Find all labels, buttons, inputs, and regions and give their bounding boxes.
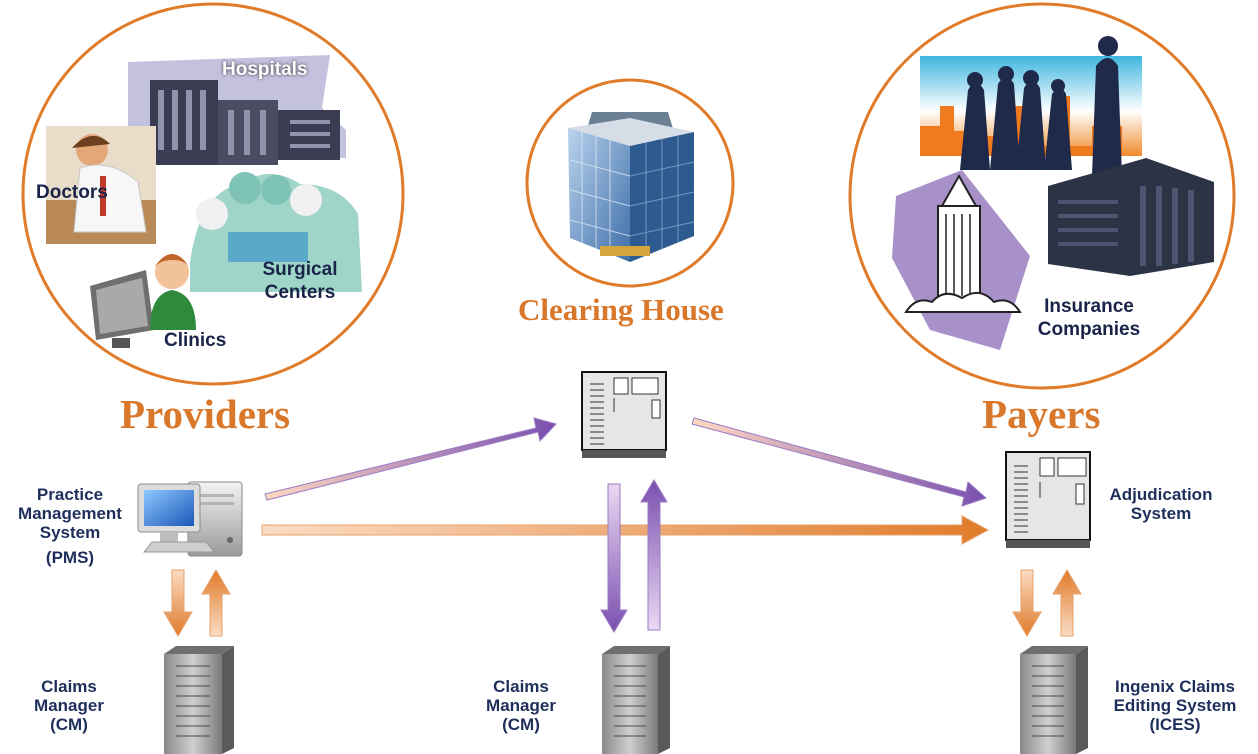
insurance-companies-label: Insurance Companies [1022,295,1156,341]
clearing-house-building-icon [568,112,695,262]
pms-to-cm-arrow [163,569,193,637]
doctor-image [46,126,156,244]
ices-server-icon [1020,646,1088,754]
hospital-building-icon [128,55,346,165]
providers-title: Providers [120,391,291,437]
cm-to-clearing-house-arrow [640,479,668,631]
cm-server-center-icon [602,646,670,754]
adjudication-label-line: Adjudication [1109,485,1213,504]
doctors-label: Doctors [36,182,108,203]
ices-label: Ingenix Claims Editing System (ICES) [1100,677,1250,734]
pms-label-line: (PMS) [45,548,95,567]
cm-center-line: Claims [493,677,549,696]
cm-to-pms-arrow [201,569,231,637]
clearing-house-to-cm-arrow [600,483,628,633]
adjudication-label: Adjudication System [1098,485,1224,523]
cm-center-line: Manager [486,696,556,715]
cm-left-line: Claims [41,677,97,696]
surgical-centers-label: Surgical Centers [252,258,348,304]
cm-left-line: (CM) [50,715,88,734]
surgical-centers-line: Centers [264,282,336,303]
cm-server-left-icon [164,646,234,754]
ices-label-line: Editing System [1113,696,1237,715]
cm-left-line: Manager [34,696,104,715]
pms-label-line: Practice [36,485,104,504]
pms-to-adjudication-arrow [261,515,990,545]
surgical-centers-line: Surgical [262,259,338,280]
pms-label-line: System [39,523,101,542]
ices-label-line: Ingenix Claims [1115,677,1235,696]
pms-to-clearing-house-arrow [264,417,557,501]
insurance-tower-image [892,170,1030,350]
business-people-image [920,36,1142,176]
pms-label: Practice Management System (PMS) [14,485,126,567]
cm-center-line: (CM) [502,715,540,734]
clearing-house-title: Clearing House [518,292,724,327]
claims-manager-center-label: Claims Manager (CM) [474,677,568,734]
insurance-office-image [1048,158,1214,276]
adjudication-label-line: System [1130,504,1192,523]
pms-label-line: Management [18,504,122,523]
adjudication-mainframe-icon [1005,451,1091,548]
ices-label-line: (ICES) [1149,715,1201,734]
ices-to-adjudication-arrow [1052,569,1082,637]
clearing-house-mainframe-icon [581,371,667,458]
adjudication-to-ices-arrow [1012,569,1042,637]
pms-computer-icon [137,481,243,557]
surgical-team-image [190,172,362,292]
clinic-receptionist-image [90,254,196,348]
clearing-house-to-adjudication-arrow [691,417,987,507]
claims-manager-left-label: Claims Manager (CM) [22,677,116,734]
insurance-companies-line: Insurance [1044,296,1134,317]
payers-title: Payers [982,391,1101,437]
clinics-label: Clinics [164,330,227,351]
hospitals-label: Hospitals [222,59,308,80]
insurance-companies-line: Companies [1037,319,1141,340]
